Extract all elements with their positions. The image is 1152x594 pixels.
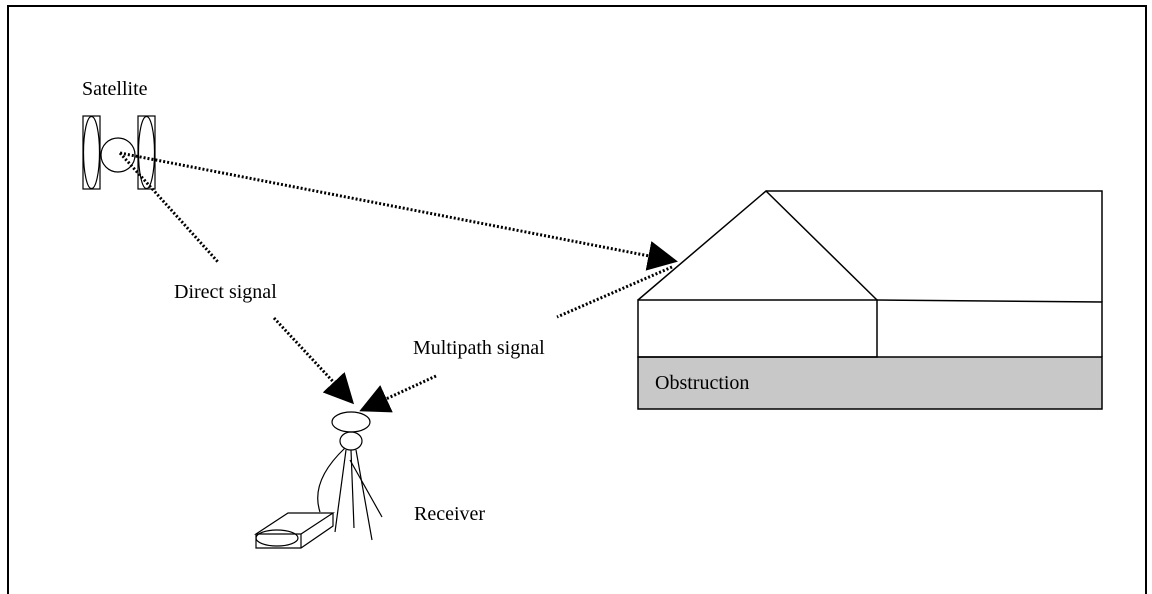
satellite-icon — [82, 115, 156, 190]
building-roof — [637, 189, 878, 301]
multipath-signal-line-lower — [359, 374, 437, 413]
building-left-wall — [637, 299, 878, 358]
building-back-roof — [766, 190, 1103, 302]
multipath-signal-label: Multipath signal — [413, 337, 545, 359]
building — [637, 189, 1103, 410]
multipath-signal-line-upper — [556, 265, 673, 319]
obstruction-label: Obstruction — [655, 372, 750, 394]
satellite-label: Satellite — [82, 78, 148, 100]
direct-signal-label: Direct signal — [174, 281, 277, 303]
direct-signal-line-upper — [118, 151, 220, 264]
building-right-wall — [876, 299, 1103, 357]
obstruction-base — [637, 356, 1103, 410]
receiver-icon — [253, 411, 383, 549]
diagram-frame — [7, 5, 1147, 594]
receiver-label: Receiver — [414, 503, 486, 525]
direct-signal-line-lower — [272, 316, 355, 405]
satellite-to-roof-line — [119, 151, 678, 271]
